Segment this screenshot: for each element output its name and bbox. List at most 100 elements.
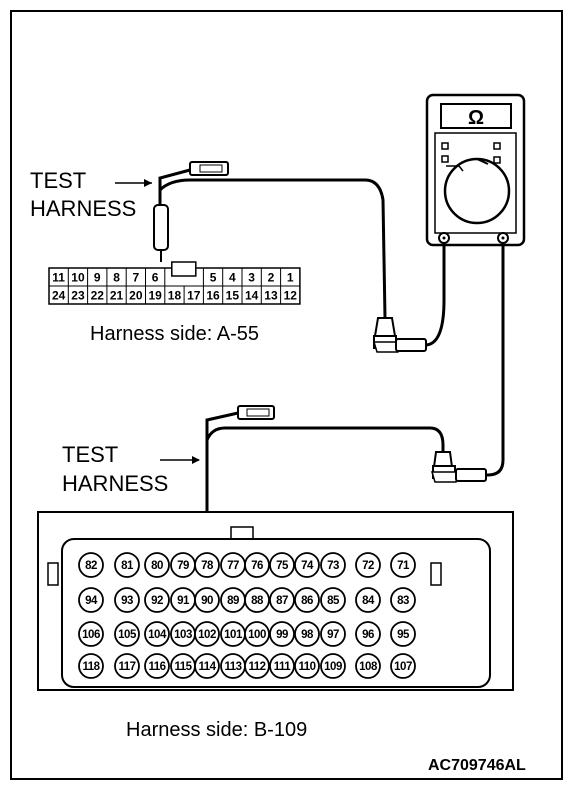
- connector-a55-pin-24: 24: [52, 289, 66, 303]
- connector-b109-pin-118: [78, 653, 104, 679]
- connector-a55-pin-17: 17: [187, 289, 201, 303]
- connector-b109-pin-75: [269, 552, 295, 578]
- connector-b109-caption: Harness side: B-109: [126, 719, 307, 741]
- connector-b109-pin-93: [114, 587, 140, 613]
- connector-b109-pin-99: [269, 621, 295, 647]
- connector-b109-pin-label-79: 79: [177, 560, 189, 572]
- connector-b109-pin-label-92: 92: [151, 595, 163, 607]
- connector-b109-pin-87: [269, 587, 295, 613]
- connector-a55-pin-16: 16: [206, 289, 220, 303]
- connector-b109-pin-label-88: 88: [251, 595, 264, 607]
- connector-b109-pin-label-72: 72: [362, 560, 374, 572]
- connector-b109-pin-label-96: 96: [362, 629, 374, 641]
- connector-a55-pin-3: 3: [248, 271, 255, 285]
- connector-b109-pin-97: [320, 621, 346, 647]
- connector-b109-pin-84: [355, 587, 381, 613]
- connector-b109-pin-label-109: 109: [324, 661, 342, 673]
- connector-b109-pin-96: [355, 621, 381, 647]
- connector-b109-pin-73: [320, 552, 346, 578]
- connector-b109-pin-102: [194, 621, 220, 647]
- connector-a55-pin-11: 11: [52, 271, 65, 285]
- connector-a55-pin-5: 5: [210, 271, 217, 285]
- ohmmeter: Ω: [425, 93, 526, 247]
- connector-b109-pin-label-83: 83: [397, 595, 409, 607]
- connector-b109-pin-109: [320, 653, 346, 679]
- connector-b109-pin-label-112: 112: [248, 661, 265, 673]
- test-harness-label-lower-line1: TEST: [62, 442, 118, 467]
- connector-b109-pin-90: [194, 587, 220, 613]
- connector-b109-pin-label-77: 77: [227, 560, 239, 572]
- connector-b109-pin-label-75: 75: [276, 560, 289, 572]
- connector-b109-pin-71: [390, 552, 416, 578]
- connector-a55-pin-14: 14: [245, 289, 259, 303]
- connector-b109-pin-label-114: 114: [198, 661, 216, 673]
- test-harness-label-lower-line2: HARNESS: [62, 471, 168, 496]
- connector-b109-pin-86: [294, 587, 320, 613]
- connector-b109-pin-110: [294, 653, 320, 679]
- connector-a55-pin-23: 23: [71, 289, 85, 303]
- connector-b109-pin-label-91: 91: [177, 595, 190, 607]
- connector-b109-pin-label-80: 80: [151, 560, 163, 572]
- upper-test-harness: [115, 161, 446, 353]
- connector-a55-pin-4: 4: [229, 271, 236, 285]
- connector-b109-pin-104: [144, 621, 170, 647]
- connector-b109-pin-116: [144, 653, 170, 679]
- connector-b109-pin-label-73: 73: [327, 560, 339, 572]
- test-harness-label-upper-line2: HARNESS: [30, 196, 136, 221]
- connector-a55-pin-22: 22: [91, 289, 105, 303]
- connector-b109-pin-72: [355, 552, 381, 578]
- connector-b109-pin-85: [320, 587, 346, 613]
- connector-b109-pin-label-76: 76: [251, 560, 263, 572]
- test-harness-label-upper-line1: TEST: [30, 168, 86, 193]
- connector-b109-pin-label-82: 82: [85, 560, 97, 572]
- connector-a55-pin-6: 6: [152, 271, 159, 285]
- connector-a55-pin-7: 7: [133, 271, 140, 285]
- connector-b109-pin-label-101: 101: [224, 629, 243, 641]
- connector-b109-pin-label-74: 74: [301, 560, 314, 572]
- connector-b109-pin-112: [244, 653, 270, 679]
- connector-b109-pin-label-99: 99: [276, 629, 288, 641]
- figure-code: AC709746AL: [428, 757, 526, 774]
- connector-b109-pin-80: [144, 552, 170, 578]
- connector-a55-pin-19: 19: [148, 289, 162, 303]
- connector-b109-pin-107: [390, 653, 416, 679]
- connector-b109-pin-label-98: 98: [301, 629, 314, 641]
- connector-b109-pin-78: [194, 552, 220, 578]
- connector-b109-pin-74: [294, 552, 320, 578]
- connector-b109-pin-117: [114, 653, 140, 679]
- rotary-dial-icon: [443, 157, 511, 225]
- connector-a55-pin-12: 12: [284, 289, 298, 303]
- connector-b109-pin-label-71: 71: [397, 560, 410, 572]
- connector-a55-pin-2: 2: [268, 271, 275, 285]
- connector-b109-pin-76: [244, 552, 270, 578]
- connector-b109-pin-92: [144, 587, 170, 613]
- connector-b109-pin-label-93: 93: [121, 595, 133, 607]
- connector-b109-pin-label-118: 118: [82, 661, 100, 673]
- connector-b109-pin-82: [78, 552, 104, 578]
- connector-b109-pin-106: [78, 621, 104, 647]
- connector-a55-pin-9: 9: [94, 271, 101, 285]
- connector-b109-pin-label-107: 107: [394, 661, 412, 673]
- connector-a55-pin-21: 21: [110, 289, 124, 303]
- connector-b109-pin-label-110: 110: [298, 661, 315, 673]
- connector-b109-pin-label-108: 108: [359, 661, 378, 673]
- connector-b109-pin-label-113: 113: [224, 661, 241, 673]
- connector-b109-pin-label-78: 78: [201, 560, 214, 572]
- connector-b109-pin-83: [390, 587, 416, 613]
- connector-b109-pin-label-103: 103: [174, 629, 192, 641]
- connector-a55-pin-13: 13: [264, 289, 278, 303]
- connector-b109-pin-label-95: 95: [397, 629, 410, 641]
- connector-b109-pin-105: [114, 621, 140, 647]
- ohm-symbol-icon: Ω: [468, 107, 484, 129]
- connector-a55-caption: Harness side: A-55: [90, 323, 259, 345]
- connector-b109-pin-label-97: 97: [327, 629, 339, 641]
- connector-b109-pin-108: [355, 653, 381, 679]
- connector-b109-pin-label-115: 115: [174, 661, 192, 673]
- connector-b109-pin-label-105: 105: [118, 629, 137, 641]
- connector-b109-pin-label-117: 117: [118, 661, 135, 673]
- connector-a55-pin-18: 18: [168, 289, 182, 303]
- connector-b109-pin-label-90: 90: [201, 595, 213, 607]
- connector-b109-pin-100: [244, 621, 270, 647]
